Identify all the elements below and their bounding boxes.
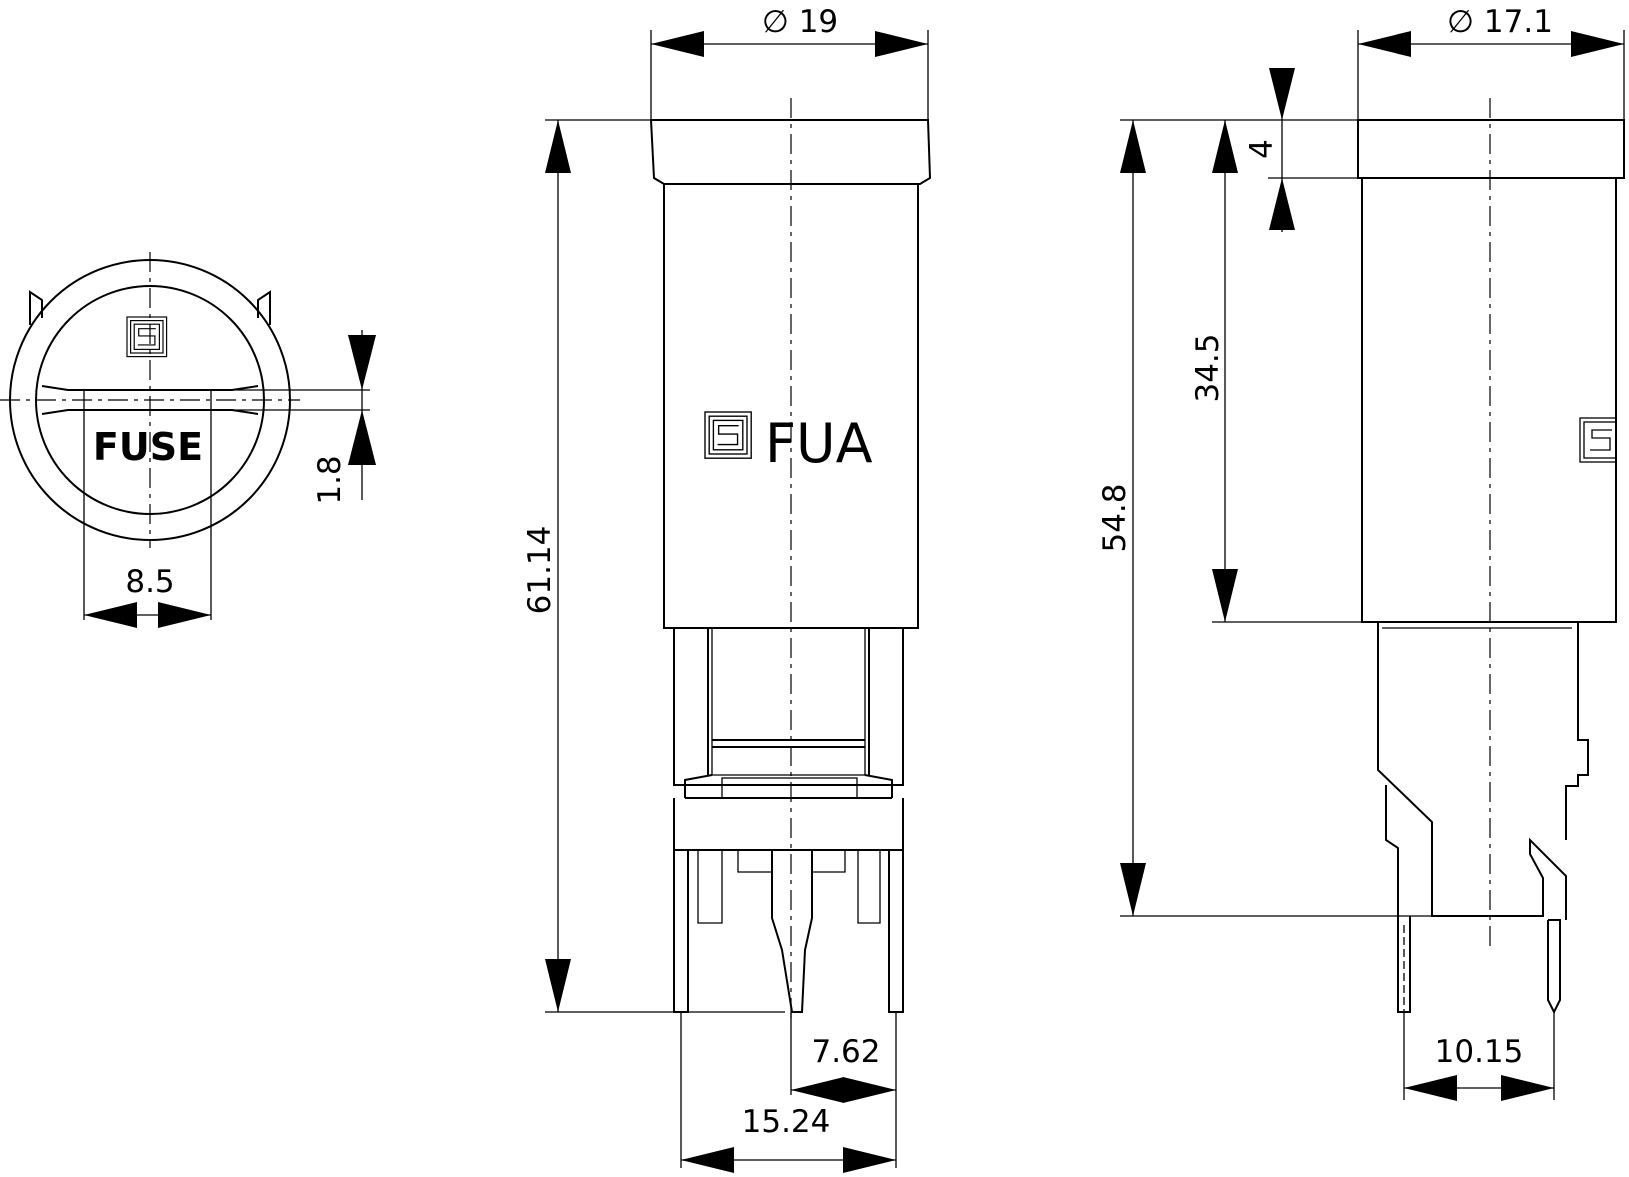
- side-view: ∅ 17.1 4 34.5 54.8 10.15: [1097, 4, 1625, 1101]
- dim-pin-span: 15.24: [742, 1104, 831, 1140]
- dim-pin-half: 7.62: [811, 1034, 880, 1070]
- dim-side-diameter: ∅ 17.1: [1447, 4, 1553, 40]
- brand-label: FUA: [765, 412, 873, 475]
- dim-side-pin-span: 10.15: [1435, 1034, 1524, 1070]
- dim-slot-height: 1.8: [312, 455, 348, 504]
- fuse-label: FUSE: [93, 425, 203, 469]
- end-view: FUSE 1.8 8.5: [0, 252, 376, 628]
- dim-slot-width: 8.5: [125, 564, 174, 600]
- dim-side-total: 54.8: [1097, 483, 1133, 552]
- dim-side-body: 34.5: [1190, 333, 1226, 402]
- dim-front-height: 61.14: [522, 526, 558, 615]
- dim-side-cap: 4: [1244, 139, 1280, 159]
- side-logo-icon: [1579, 417, 1617, 463]
- front-view: FUA ∅ 19 61.14 7.62 15.24: [522, 4, 932, 1173]
- dim-front-diameter: ∅ 19: [762, 4, 838, 40]
